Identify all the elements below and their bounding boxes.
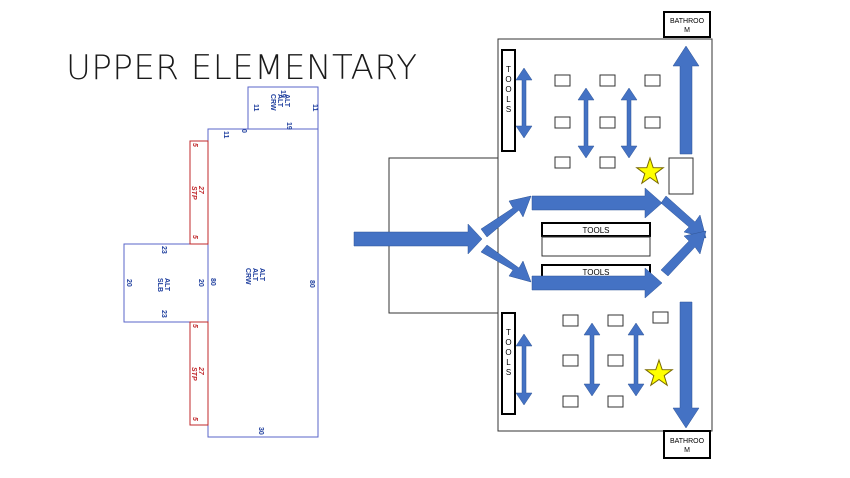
plan-lower-porch-dim-top: 5 [191, 324, 198, 328]
plan-lower-porch-label-1: 27 [197, 366, 204, 376]
double-arrow-icon [627, 322, 645, 397]
tools-table-1-label: TOOLS [583, 226, 610, 235]
horiz-bottom-arrow-icon [531, 267, 663, 299]
tools-rack-top-char-5: S [506, 105, 511, 114]
plan-side-label-1: ALT [163, 278, 170, 292]
star-icon [635, 156, 665, 185]
double-arrow-icon [515, 67, 533, 139]
double-arrow-icon [620, 87, 638, 159]
plan-main-label-2: ALT [251, 268, 258, 282]
plan-side-dim-left: 20 [125, 279, 132, 287]
plan-main-dim-top-left: 0 [240, 129, 247, 133]
tools-table-1: TOOLS [541, 222, 651, 257]
double-arrow-icon [583, 322, 601, 397]
tools-rack-top-char-2: O [505, 75, 511, 84]
plan-lower-porch-dim-bottom: 5 [191, 417, 198, 421]
tables-lower [562, 311, 669, 408]
plan-side-room [123, 243, 209, 323]
tools-table-2: TOOLS [541, 264, 651, 279]
plan-main-label-3: CRW [244, 268, 251, 285]
bathroom-bottom-line-1: BATHROO [670, 438, 705, 445]
table [554, 74, 571, 87]
traffic-arrows [353, 45, 707, 429]
tools-rack-bottom-char-1: T [506, 328, 511, 337]
tools-rack-top-char-1: T [506, 65, 511, 74]
tools-rack-bottom: T O O L S [501, 312, 516, 415]
table [562, 395, 579, 408]
table [562, 354, 579, 367]
diag-up-arrow-icon [480, 195, 532, 238]
plan-lower-porch [189, 321, 209, 426]
bathroom-top-line-2: M [684, 27, 690, 34]
tools-rack-bottom-char-2: O [505, 338, 511, 347]
table [599, 116, 616, 129]
double-arrow-icon [515, 333, 533, 406]
plan-upper-porch-label-2: STP [190, 186, 197, 200]
tools-table-2-label: TOOLS [583, 268, 610, 277]
table [644, 74, 661, 87]
right-diag-up-arrow-icon [660, 230, 707, 277]
table [599, 156, 616, 169]
plan-main-dim-bottom: 30 [257, 427, 264, 435]
table [652, 311, 669, 324]
table [554, 156, 571, 169]
star-icon [644, 358, 674, 387]
down-arrow-icon [672, 301, 700, 429]
bathroom-bottom-line-2: M [684, 447, 690, 454]
entry-arrow-icon [353, 223, 483, 255]
plan-top-dim-1: 19 [279, 90, 286, 98]
plan-side-dim-bottom: 23 [160, 310, 167, 318]
plan-upper-porch-dim-bottom: 5 [191, 235, 198, 239]
tools-rack-bottom-char-3: O [505, 348, 511, 357]
table [607, 354, 624, 367]
plan-main-dim-top-mid: 11 [222, 131, 229, 139]
plan-upper-porch-dim-top: 5 [191, 143, 198, 147]
plan-upper-porch [189, 140, 209, 245]
floor-plan: ALT ALT CRW 19 19 11 11 ALT ALT CRW 0 11… [123, 86, 319, 438]
table [599, 74, 616, 87]
tools-rack-top-char-4: L [506, 95, 511, 104]
plan-top-dim-2: 19 [285, 122, 292, 130]
plan-side-dim-top: 23 [160, 246, 167, 254]
traffic-layout: BATHROO M BATHROO M T O O L S T O O L S [353, 11, 713, 459]
table [644, 116, 661, 129]
table [607, 314, 624, 327]
plan-top-label-1: ALT [283, 94, 290, 108]
tools-rack-top: T O O L S [501, 49, 516, 152]
horiz-top-arrow-icon [531, 187, 663, 219]
plan-main-dim-left: 80 [209, 278, 216, 286]
bathroom-top: BATHROO M [663, 11, 711, 38]
up-arrow-icon [672, 45, 700, 155]
tables-upper [554, 74, 661, 169]
page-title: UPPER ELEMENTARY [66, 48, 418, 88]
plan-top-dim-right: 11 [311, 104, 318, 112]
table [562, 314, 579, 327]
tools-rack-bottom-char-4: L [506, 358, 511, 367]
bathroom-bottom: BATHROO M [663, 430, 711, 459]
double-arrow-icon [577, 87, 595, 159]
tools-rack-bottom-char-5: S [506, 368, 511, 377]
plan-main-room [207, 128, 319, 438]
plan-side-label-2: SLB [156, 278, 163, 292]
plan-top-label-3: CRW [269, 94, 276, 111]
plan-main-dim-right: 80 [308, 280, 315, 288]
plan-side-dim-right: 20 [197, 279, 204, 287]
tools-rack-top-char-3: O [505, 85, 511, 94]
plan-lower-porch-label-2: STP [190, 367, 197, 381]
plan-top-label-2: ALT [276, 94, 283, 108]
table [607, 395, 624, 408]
diag-down-arrow-icon [480, 244, 532, 283]
plan-main-label-1: ALT [258, 268, 265, 282]
table [554, 116, 571, 129]
plan-top-dim-left: 11 [252, 104, 259, 112]
bathroom-top-line-1: BATHROO [670, 18, 705, 25]
plan-upper-porch-label-1: 27 [197, 185, 204, 195]
storage-box [668, 157, 694, 195]
